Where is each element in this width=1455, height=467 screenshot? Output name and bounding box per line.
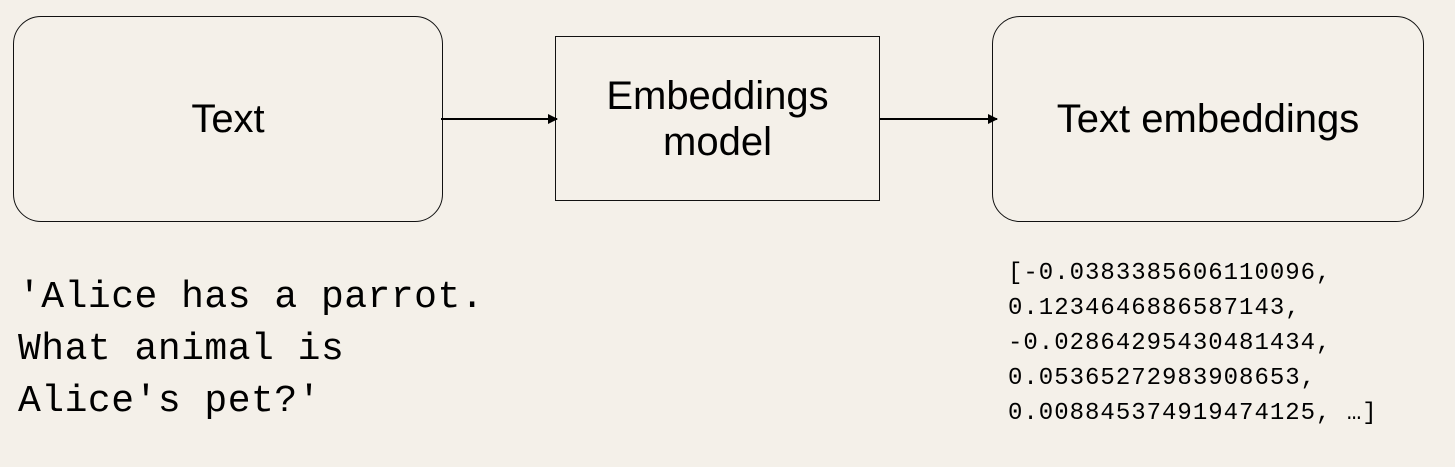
text-node: Text: [13, 16, 443, 222]
text-embeddings-node-label: Text embeddings: [1056, 97, 1360, 141]
text-embeddings-node: Text embeddings: [992, 16, 1424, 222]
example-embedding-values: [-0.0383385606110096, 0.1234646886587143…: [1008, 260, 1378, 427]
text-node-label: Text: [191, 97, 265, 141]
example-input-text: 'Alice has a parrot. What animal is Alic…: [18, 276, 485, 423]
embeddings-model-node-label: Embeddings model: [606, 73, 829, 164]
embeddings-model-node: Embeddings model: [555, 36, 880, 201]
